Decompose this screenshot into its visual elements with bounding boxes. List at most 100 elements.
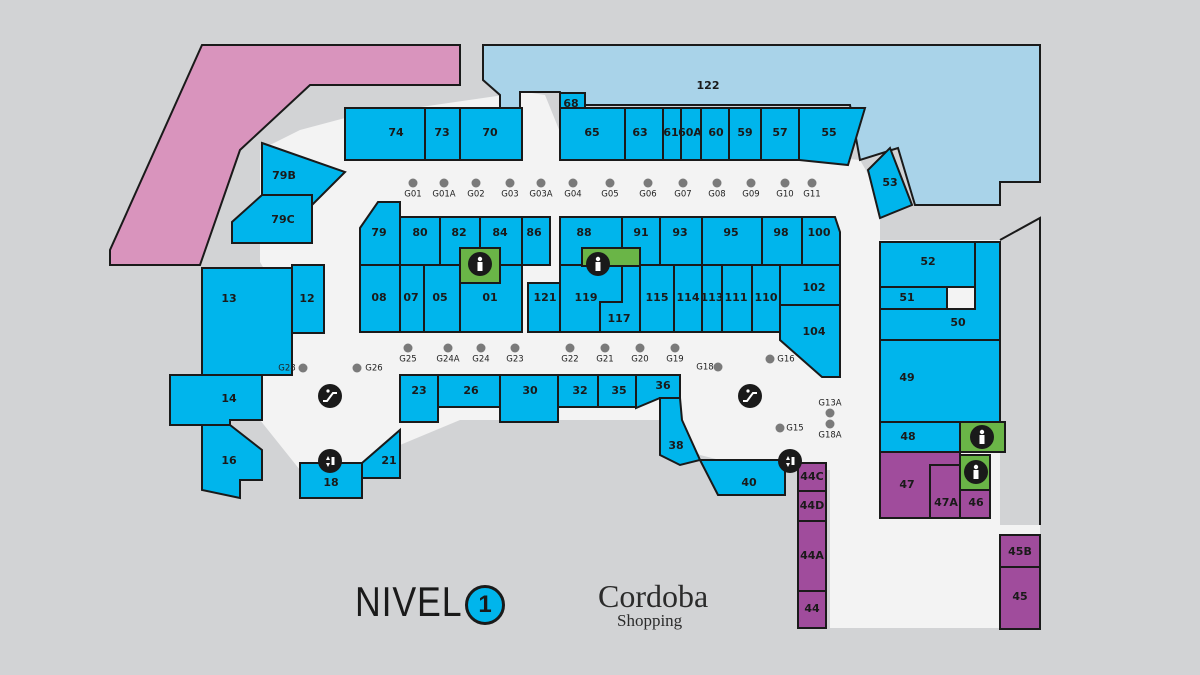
store-80[interactable]: 80 bbox=[399, 216, 441, 266]
store-45[interactable]: 45 bbox=[999, 566, 1041, 630]
store-14[interactable]: 14 bbox=[169, 374, 263, 426]
store-48[interactable]: 48 bbox=[879, 421, 961, 453]
store-08[interactable]: 08 bbox=[359, 264, 401, 333]
store-104[interactable]: 104 bbox=[779, 304, 841, 378]
kiosk-point[interactable]: G24A bbox=[436, 343, 460, 365]
store-51[interactable]: 51 bbox=[879, 286, 948, 310]
store-110[interactable]: 110 bbox=[751, 264, 781, 333]
store-16[interactable]: 16 bbox=[201, 424, 263, 500]
store-115[interactable]: 115 bbox=[639, 264, 675, 333]
store-55[interactable]: 55 bbox=[798, 107, 867, 167]
store-60[interactable]: 60 bbox=[700, 107, 730, 161]
kiosk-point[interactable]: G08 bbox=[708, 178, 726, 200]
store-44d[interactable]: 44D bbox=[797, 490, 827, 522]
kiosk-point[interactable]: G10 bbox=[776, 178, 794, 200]
store-label: 98 bbox=[773, 226, 788, 239]
store-79c[interactable]: 79C bbox=[231, 194, 313, 244]
store-44c[interactable]: 44C bbox=[797, 462, 827, 492]
kiosk-point[interactable]: G23 bbox=[506, 343, 524, 365]
store-13[interactable]: 13 bbox=[201, 267, 293, 376]
store-05[interactable]: 05 bbox=[423, 264, 461, 333]
store-44[interactable]: 44 bbox=[797, 590, 827, 629]
store-65[interactable]: 65 bbox=[559, 107, 626, 161]
store-label: 45 bbox=[1012, 590, 1027, 603]
store-74[interactable]: 74 bbox=[344, 107, 426, 161]
store-07[interactable]: 07 bbox=[399, 264, 425, 333]
kiosk-point[interactable]: G05 bbox=[601, 178, 619, 200]
kiosk-point[interactable]: G19 bbox=[666, 343, 684, 365]
store-49[interactable]: 49 bbox=[879, 339, 1001, 423]
kiosk-label: G13A bbox=[818, 399, 841, 409]
store-79b[interactable]: 79B bbox=[261, 141, 347, 206]
kiosk-label: G09 bbox=[742, 190, 759, 200]
kiosk-point[interactable]: G03A bbox=[529, 178, 553, 200]
kiosk-point[interactable]: G20 bbox=[631, 343, 649, 365]
store-121[interactable]: 121 bbox=[527, 282, 561, 333]
store-53[interactable]: 53 bbox=[866, 146, 914, 220]
store-30[interactable]: 30 bbox=[499, 374, 559, 423]
store-79[interactable]: 79 bbox=[359, 201, 401, 266]
kiosk-label: G16 bbox=[777, 355, 794, 365]
store-100[interactable]: 100 bbox=[801, 216, 841, 266]
store-label: 30 bbox=[522, 384, 538, 397]
store-59[interactable]: 59 bbox=[728, 107, 762, 161]
store-86[interactable]: 86 bbox=[521, 216, 551, 266]
store-70[interactable]: 70 bbox=[459, 107, 523, 161]
store-111[interactable]: 111 bbox=[721, 264, 753, 333]
store-63[interactable]: 63 bbox=[624, 107, 664, 161]
store-12[interactable]: 12 bbox=[291, 264, 325, 334]
kiosk-point[interactable]: G04 bbox=[564, 178, 582, 200]
kiosk-point[interactable]: G09 bbox=[742, 178, 760, 200]
store-57[interactable]: 57 bbox=[760, 107, 800, 161]
store-44a[interactable]: 44A bbox=[797, 520, 827, 592]
kiosk-point[interactable]: G18 bbox=[696, 362, 723, 373]
store-26[interactable]: 26 bbox=[437, 374, 501, 408]
store-73[interactable]: 73 bbox=[424, 107, 461, 161]
store-102[interactable]: 102 bbox=[779, 264, 841, 306]
kiosk-label: G18A bbox=[818, 431, 841, 441]
kiosk-point[interactable]: G22 bbox=[561, 343, 579, 365]
kiosk-point[interactable]: G16 bbox=[765, 354, 795, 365]
kiosk-point[interactable]: G03 bbox=[501, 178, 519, 200]
store-label: 45B bbox=[1008, 545, 1032, 558]
store-21[interactable]: 21 bbox=[361, 427, 401, 479]
kiosk-point[interactable]: G25 bbox=[399, 343, 417, 365]
kiosk-point[interactable]: G01A bbox=[432, 178, 456, 200]
kiosk-point[interactable]: G02 bbox=[467, 178, 485, 200]
store-45b[interactable]: 45B bbox=[999, 534, 1041, 568]
store-label: 52 bbox=[920, 255, 935, 268]
store-60a[interactable]: 60A bbox=[678, 107, 702, 161]
store-32[interactable]: 32 bbox=[557, 374, 599, 408]
store-46[interactable]: 46 bbox=[959, 489, 991, 519]
store-23[interactable]: 23 bbox=[399, 374, 439, 423]
store-114[interactable]: 114 bbox=[673, 264, 703, 333]
kiosk-point[interactable]: G13A bbox=[818, 399, 842, 418]
kiosk-label: G03A bbox=[529, 190, 552, 200]
kiosk-label: G20 bbox=[631, 355, 648, 365]
kiosk-point[interactable]: G06 bbox=[639, 178, 657, 200]
store-95[interactable]: 95 bbox=[701, 216, 763, 266]
store-93[interactable]: 93 bbox=[659, 216, 703, 266]
store-label: 32 bbox=[572, 384, 587, 397]
store-47a[interactable]: 47A bbox=[929, 464, 961, 519]
store-35[interactable]: 35 bbox=[597, 374, 637, 408]
store-label: 61 bbox=[663, 126, 678, 139]
kiosk-point[interactable]: G26 bbox=[352, 363, 383, 374]
store-52[interactable]: 52 bbox=[879, 241, 976, 288]
kiosk-point[interactable]: G11 bbox=[803, 178, 821, 200]
kiosk-point[interactable]: G15 bbox=[775, 423, 804, 434]
kiosk-point[interactable]: G24 bbox=[472, 343, 490, 365]
kiosk-label: G03 bbox=[501, 190, 518, 200]
kiosk-point[interactable]: G01 bbox=[404, 178, 422, 200]
kiosk-point[interactable]: G28 bbox=[278, 363, 308, 374]
kiosk-point[interactable]: G18A bbox=[818, 419, 842, 441]
store-113[interactable]: 113 bbox=[701, 264, 724, 333]
store-40[interactable]: 40 bbox=[698, 459, 786, 496]
store-label: 117 bbox=[608, 312, 631, 325]
kiosk-point[interactable]: G07 bbox=[674, 178, 692, 200]
store-122[interactable]: 122 bbox=[482, 44, 1041, 206]
store-label: 40 bbox=[741, 476, 757, 489]
kiosk-point[interactable]: G21 bbox=[596, 343, 614, 365]
store-98[interactable]: 98 bbox=[761, 216, 803, 266]
kiosk-label: G26 bbox=[365, 364, 382, 374]
